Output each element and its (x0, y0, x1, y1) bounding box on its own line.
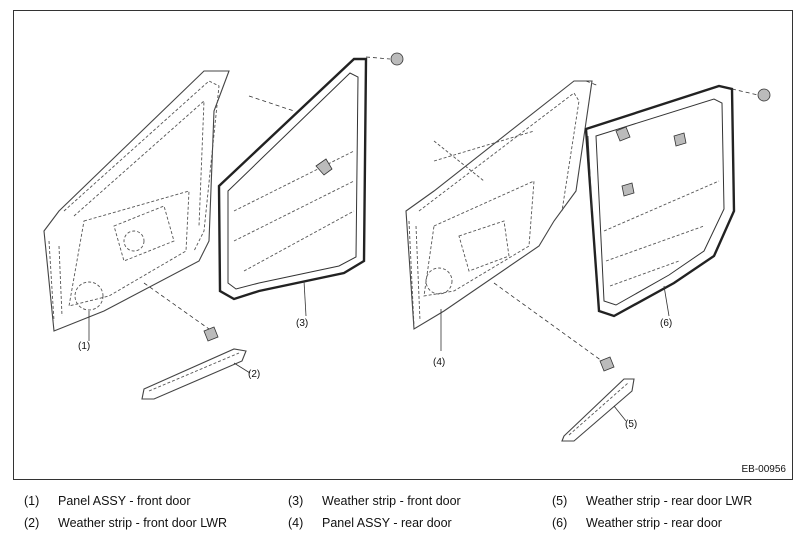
legend-item-2: (2) Weather strip - front door LWR (24, 516, 227, 530)
front-door-lower-weather-strip (141, 282, 247, 400)
legend-number: (2) (24, 516, 40, 530)
legend-number: (4) (288, 516, 304, 530)
legend-label: Panel ASSY - rear door (322, 516, 452, 530)
callout-2: (2) (248, 369, 261, 380)
legend-item-1: (1) Panel ASSY - front door (24, 494, 191, 508)
rear-door-lower-weather-strip (493, 282, 635, 442)
legend-number: (1) (24, 494, 40, 508)
callout-5: (5) (625, 419, 638, 430)
front-door-weather-strip (217, 52, 404, 301)
legend-label: Panel ASSY - front door (58, 494, 191, 508)
legend-item-6: (6) Weather strip - rear door (552, 516, 722, 530)
exploded-door-diagram (43, 52, 771, 442)
diagram-frame: (1) (2) (3) (4) (5) (6) EB-00956 (13, 10, 793, 480)
legend-number: (6) (552, 516, 568, 530)
legend-number: (3) (288, 494, 304, 508)
callout-1: (1) (78, 341, 91, 352)
legend-label: Weather strip - front door LWR (58, 516, 228, 530)
callout-leaders (88, 280, 670, 422)
legend-label: Weather strip - rear door LWR (586, 494, 753, 508)
legend-item-4: (4) Panel ASSY - rear door (288, 516, 452, 530)
rear-door-weather-strip (584, 80, 771, 318)
legend-number: (5) (552, 494, 568, 508)
legend-label: Weather strip - front door (322, 494, 461, 508)
image-code: EB-00956 (741, 464, 786, 475)
legend-label: Weather strip - rear door (586, 516, 722, 530)
callout-4: (4) (433, 357, 446, 368)
callout-3: (3) (296, 318, 309, 329)
callout-6: (6) (660, 318, 673, 329)
legend-item-5: (5) Weather strip - rear door LWR (552, 494, 752, 508)
rear-door-panel (405, 80, 593, 330)
legend-item-3: (3) Weather strip - front door (288, 494, 461, 508)
parts-legend: (1) Panel ASSY - front door (2) Weather st… (20, 494, 800, 538)
front-door-panel (43, 70, 230, 332)
